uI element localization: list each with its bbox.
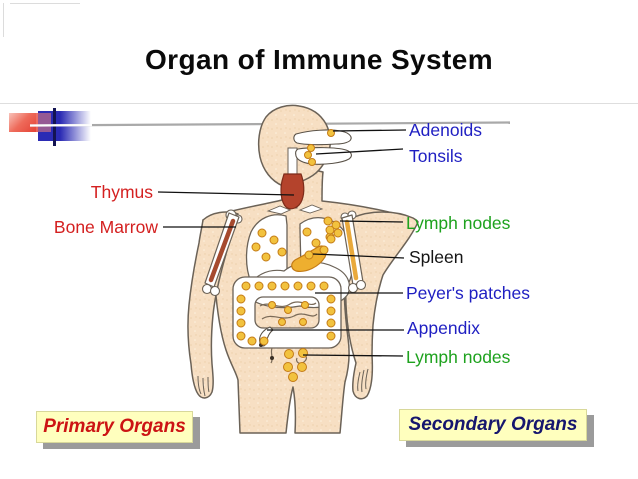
thymus-label: Thymus — [90, 182, 153, 202]
palate — [293, 129, 352, 146]
axillary-lymph-nodes — [323, 216, 343, 244]
tonsils-label: Tonsils — [409, 146, 463, 166]
axillary-lymph-nodes-label: Lymph nodes — [406, 213, 511, 233]
adenoids-connector-line — [332, 129, 407, 132]
adenoid-node — [327, 129, 335, 137]
primary-organs-button[interactable]: Primary Organs — [36, 411, 193, 443]
right-hand-finger-lines — [357, 368, 369, 393]
bone-right-humerus — [340, 210, 367, 294]
title-divider-line — [0, 103, 638, 104]
peyers-patch-nodes — [236, 281, 336, 346]
tonsils-connector-line — [315, 148, 404, 155]
slide-border-left — [3, 3, 4, 37]
tongue-jaw — [295, 147, 352, 165]
decoration-red-overlap — [36, 113, 51, 132]
bone-marrow-label: Bone Marrow — [53, 217, 158, 237]
small-intestine — [259, 301, 318, 364]
slide-border-top — [10, 3, 80, 4]
inguinal-lymph-connector-line — [302, 354, 404, 357]
clavicles — [266, 204, 324, 215]
left-hand-finger-lines — [197, 375, 210, 397]
appendix-label: Appendix — [407, 318, 480, 338]
bone-left-humerus — [201, 209, 243, 297]
slide-title: Organ of Immune System — [145, 44, 493, 75]
axillary-lymph-connector-line — [339, 220, 404, 223]
decoration-vertical-line — [53, 108, 56, 146]
decoration-red-square — [9, 113, 40, 132]
spleen-label: Spleen — [409, 247, 464, 267]
thymus-connector-line — [157, 191, 295, 196]
secondary-organs-button[interactable]: Secondary Organs — [399, 409, 587, 441]
adenoids-label: Adenoids — [409, 120, 482, 140]
tonsil-nodes — [304, 144, 316, 166]
spleen-connector-line — [312, 253, 405, 259]
peyers-patches-label: Peyer's patches — [406, 283, 530, 303]
thymus-organ — [280, 173, 305, 210]
inguinal-lymph-nodes-label: Lymph nodes — [406, 347, 511, 367]
